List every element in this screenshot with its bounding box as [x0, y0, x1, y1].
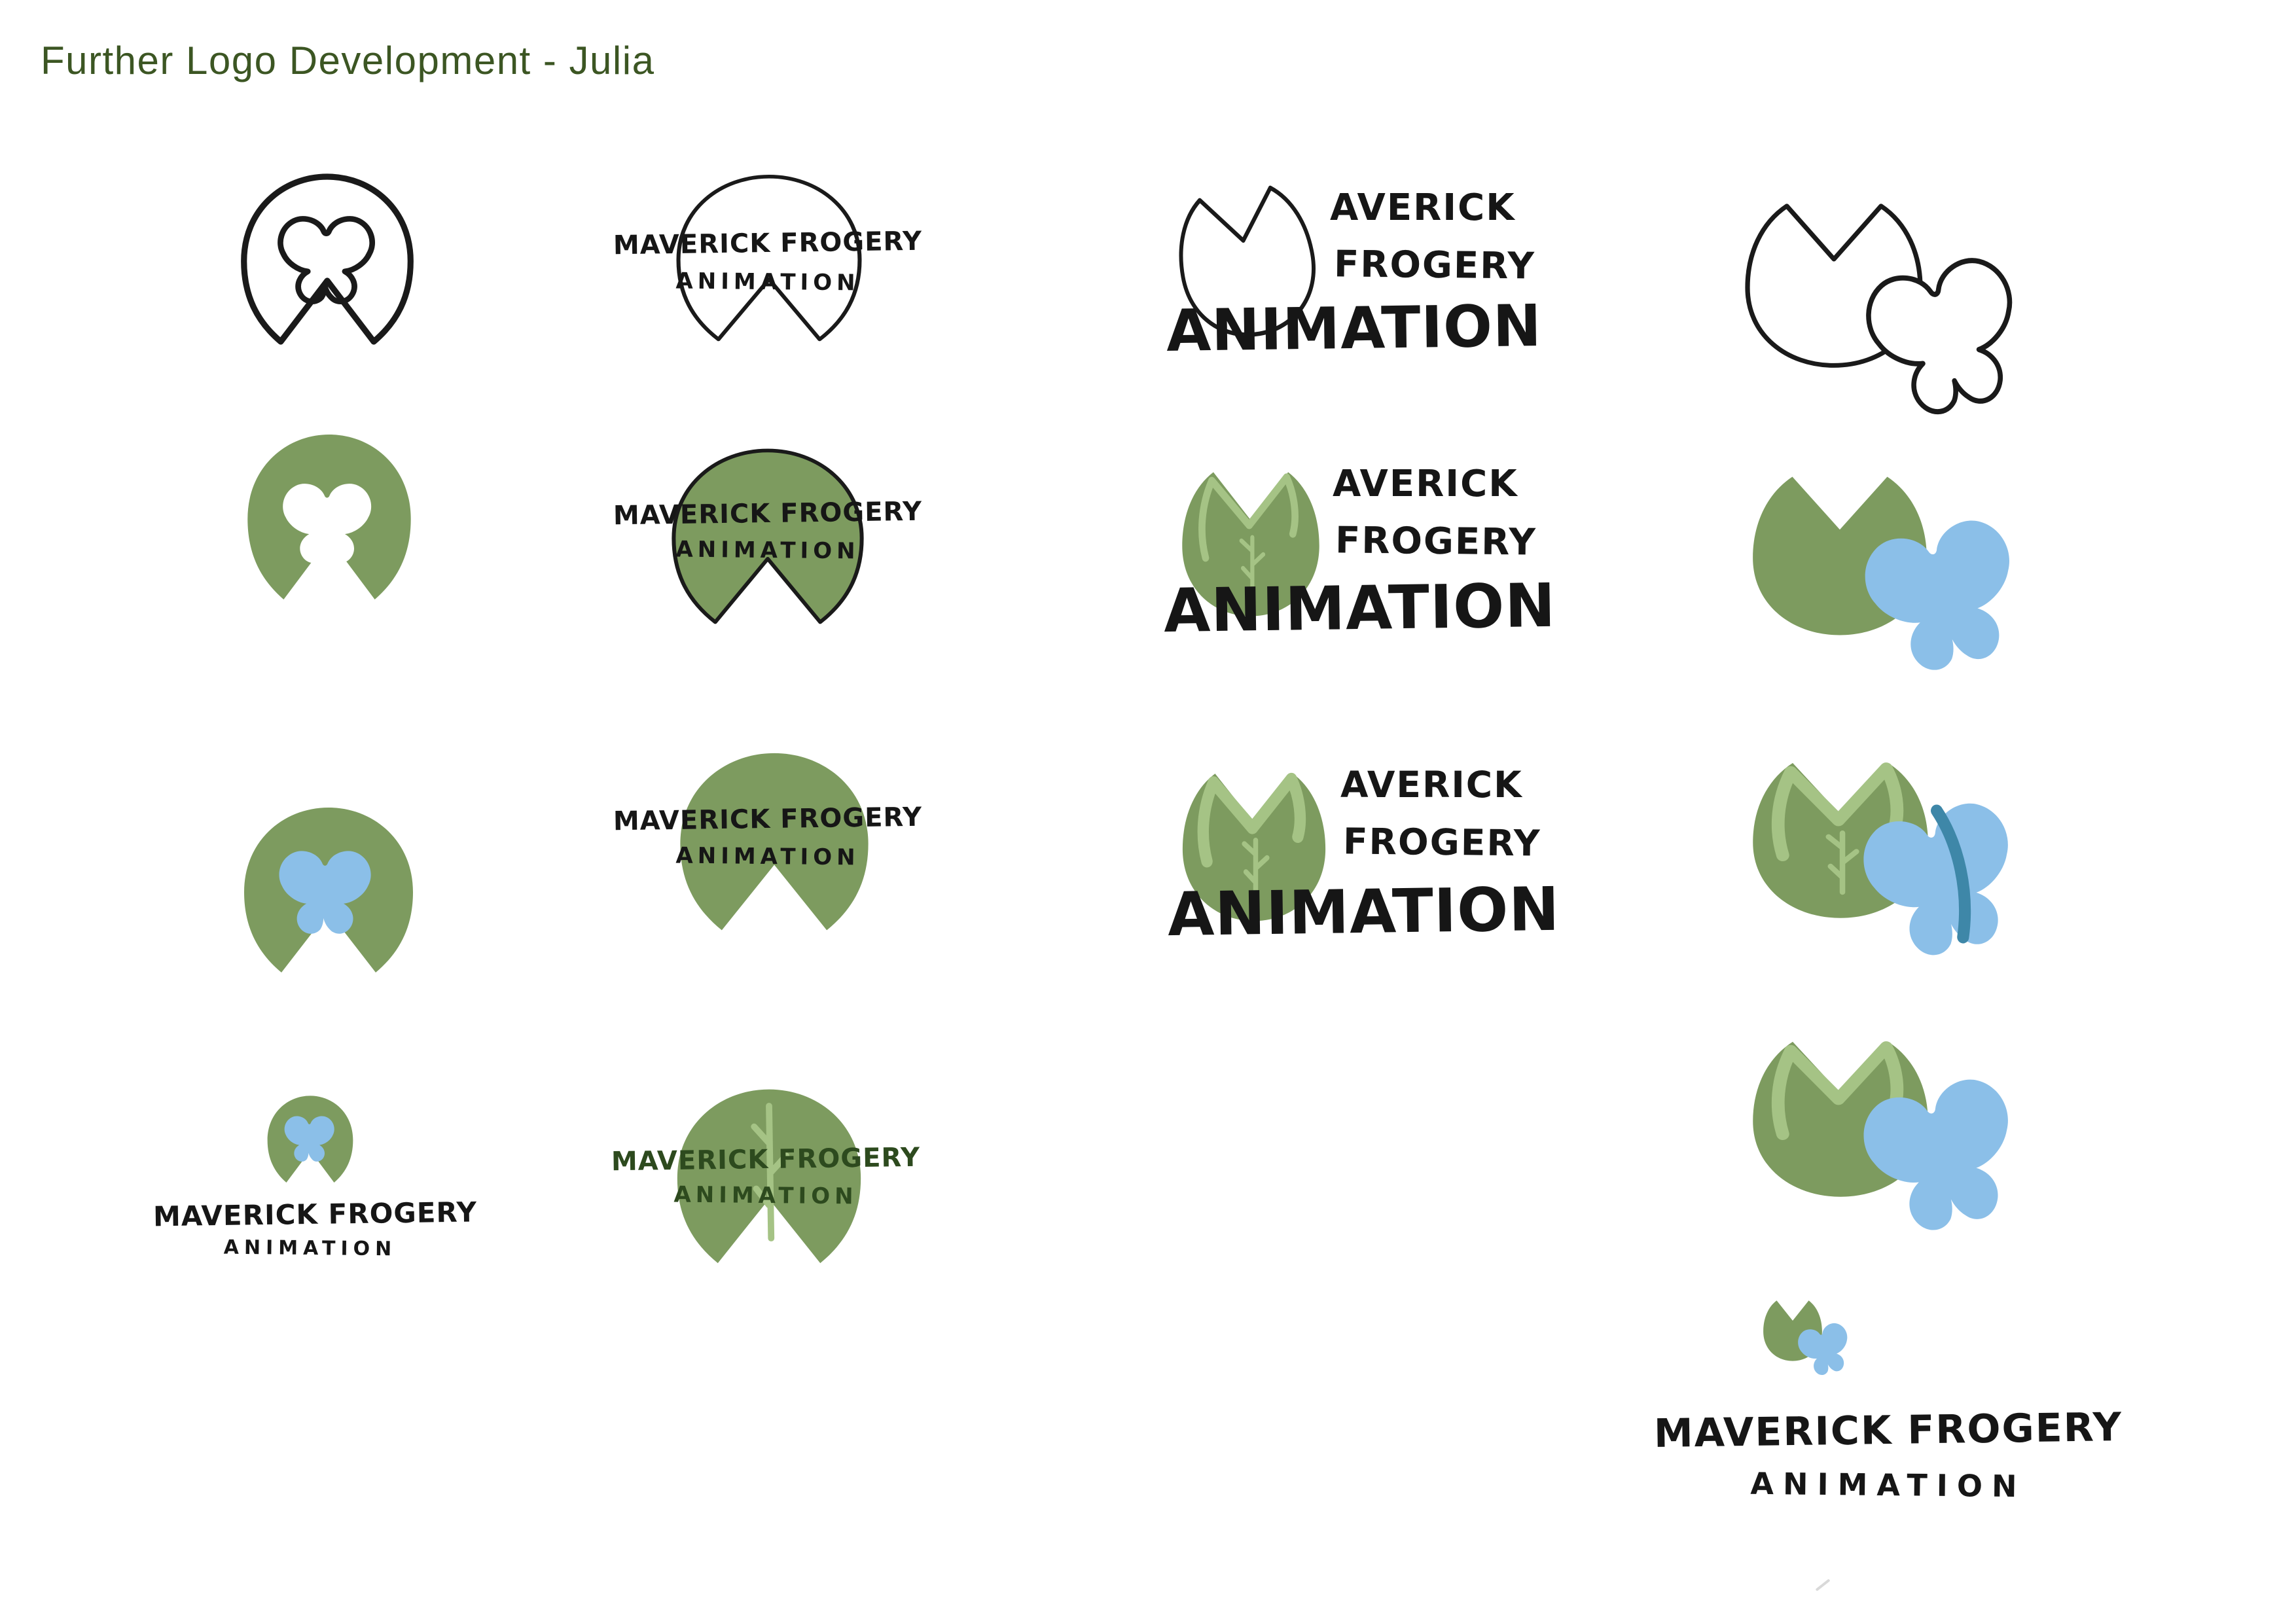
- wordmark-averick: AVERICK: [1330, 187, 1516, 229]
- leaf-vein: [1198, 473, 1299, 562]
- wordmark-animation-large: ANIMATION: [1166, 292, 1543, 365]
- wordmark-frogery: FROGERY: [1333, 243, 1536, 288]
- logo-variant-green-pad-bold-veins-as-M: [1173, 753, 1335, 928]
- logo-variant-outline-pad-butterfly-beside: [1736, 183, 1932, 373]
- butterfly-icon: [1791, 1317, 1860, 1383]
- butterfly-cutout-icon: [278, 480, 380, 569]
- wordmark-averick: AVERICK: [1340, 764, 1523, 806]
- wordmark-averick: AVERICK: [1333, 463, 1518, 505]
- butterfly-icon: [274, 847, 380, 940]
- wordmark-animation: ANIMATION: [223, 1236, 397, 1261]
- leaf-stem-vein: [1825, 830, 1859, 895]
- wordmark-name: MAVERICK FROGERY: [613, 226, 923, 261]
- butterfly-outline-icon: [1850, 243, 2049, 435]
- lilypad-outline-icon: [241, 173, 414, 345]
- wordmark-name-large: MAVERICK FROGERY: [1653, 1404, 2123, 1457]
- lilypad-icon: [1182, 472, 1319, 616]
- logo-variant-outline-pad-wordmark: [664, 169, 874, 363]
- wordmark-frogery: FROGERY: [1342, 820, 1541, 865]
- leaf-stem-vein: [1239, 535, 1266, 595]
- logo-variant-green-pad-stem-wordmark: [662, 1081, 876, 1288]
- wordmark-animation-large: ANIMATION: [1163, 570, 1556, 647]
- leaf-vein: [751, 1103, 789, 1241]
- wordmark-animation-green: ANIMATION: [673, 1181, 858, 1210]
- leaf-vein: [1197, 772, 1306, 868]
- butterfly-outline-icon: [275, 215, 381, 308]
- wordmark-frogery: FROGERY: [1335, 519, 1537, 564]
- wordmark-name: MAVERICK FROGERY: [613, 802, 923, 837]
- lilypad-icon: [677, 1089, 861, 1264]
- lilypad-icon: [680, 753, 869, 931]
- wordmark-animation: ANIMATION: [675, 536, 860, 565]
- logo-variant-green-pad-wordmark: [665, 745, 884, 955]
- butterfly-icon: [1845, 1061, 2047, 1253]
- logo-variant-green-pad-outlined-wordmark: [658, 442, 877, 647]
- butterfly-icon: [1846, 503, 2047, 693]
- leaf-vein: [1771, 762, 1904, 862]
- logo-variant-green-pad-veins-as-M: [1173, 452, 1329, 623]
- pad-edge-through-butterfly: [1931, 804, 1971, 944]
- wordmark-animation: ANIMATION: [675, 842, 860, 871]
- page-title: Further Logo Development - Julia: [41, 39, 655, 82]
- wordmark-name: MAVERICK FROGERY: [152, 1196, 478, 1233]
- wordmark-name: MAVERICK FROGERY: [613, 496, 923, 531]
- leaf-stem-vein: [1242, 837, 1270, 899]
- wordmark-animation-large: ANIMATION: [1167, 874, 1560, 950]
- wordmark-name-green: MAVERICK FROGERY: [611, 1142, 921, 1177]
- lilypad-icon: [1182, 772, 1326, 921]
- butterfly-icon: [1845, 785, 2047, 978]
- lilypad-outline-icon: [1745, 204, 1923, 368]
- logo-variant-outline-pad-butterfly: [230, 169, 424, 365]
- logo-variant-outline-pad-as-M: [1158, 161, 1334, 353]
- lilypad-icon: [672, 448, 864, 624]
- butterfly-icon: [281, 1114, 339, 1165]
- stray-pencil-mark: [1815, 1578, 1831, 1592]
- wordmark-animation: ANIMATION: [675, 268, 860, 296]
- lilypad-outline-icon: [676, 175, 862, 342]
- leaf-vein: [1771, 1041, 1904, 1141]
- lilypad-outline-icon: [1179, 185, 1316, 337]
- wordmark-animation-large: ANIMATION: [1750, 1465, 2026, 1505]
